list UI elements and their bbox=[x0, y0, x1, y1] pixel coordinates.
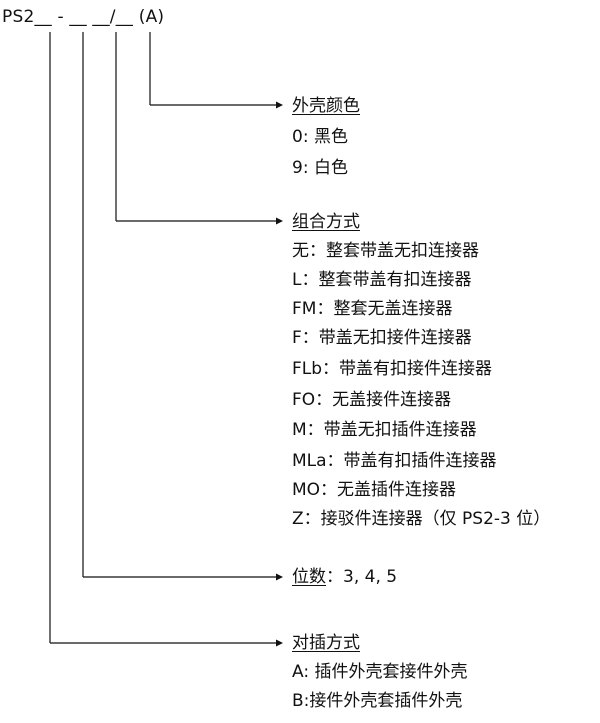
product-code: PS2__ - __ __/__ (A) bbox=[2, 7, 165, 27]
positions-row: 位数：3, 4, 5 bbox=[292, 566, 397, 588]
combination-item: FM：整套无盖连接器 bbox=[292, 299, 453, 319]
mating-heading: 对插方式 bbox=[292, 633, 360, 653]
mating-item: A: 插件外壳套接件外壳 bbox=[292, 662, 468, 682]
combination-item: Z：接驳件连接器（仅 PS2-3 位） bbox=[292, 509, 551, 529]
combination-item: FO：无盖接件连接器 bbox=[292, 390, 452, 410]
combination-item: F：带盖无扣接件连接器 bbox=[292, 328, 472, 348]
mating-item: B:接件外壳套插件外壳 bbox=[292, 691, 463, 711]
housing-color-heading: 外壳颜色 bbox=[292, 96, 360, 116]
combination-heading: 组合方式 bbox=[292, 212, 360, 232]
positions-value: 3, 4, 5 bbox=[343, 567, 398, 587]
connector-positions bbox=[82, 32, 283, 581]
combination-item: L：整套带盖有扣连接器 bbox=[292, 270, 472, 290]
positions-colon: ： bbox=[326, 567, 343, 587]
connector-combination bbox=[115, 32, 283, 225]
combination-item: MO：无盖插件连接器 bbox=[292, 480, 457, 500]
positions-heading: 位数 bbox=[292, 567, 326, 587]
combination-item: 无：整套带盖无扣连接器 bbox=[292, 241, 479, 261]
combination-item: FLb：带盖有扣接件连接器 bbox=[292, 359, 493, 379]
combination-item: MLa：带盖有扣插件连接器 bbox=[292, 451, 497, 471]
housing-color-item: 0: 黑色 bbox=[292, 127, 348, 147]
connector-mating bbox=[49, 32, 283, 647]
housing-color-item: 9: 白色 bbox=[292, 158, 348, 178]
combination-item: M：带盖无扣插件连接器 bbox=[292, 420, 477, 440]
connector-housing-color bbox=[149, 32, 283, 109]
